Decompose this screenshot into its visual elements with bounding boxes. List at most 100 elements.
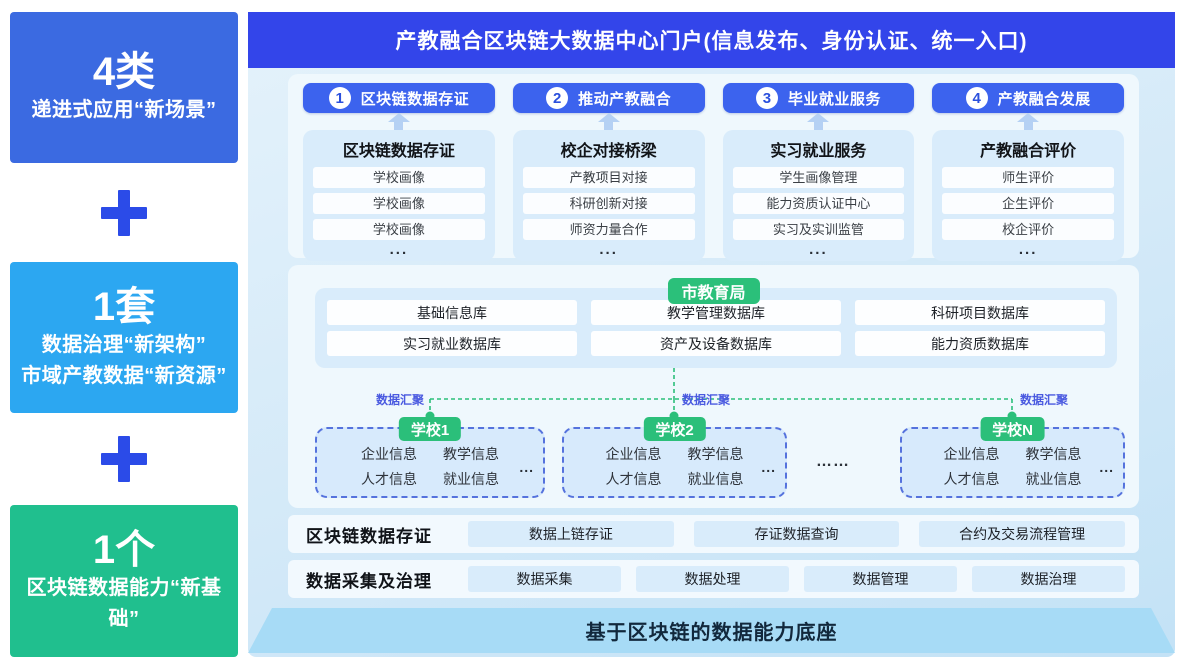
plus-separator (10, 163, 238, 262)
app-card-2: 校企对接桥梁 产教项目对接 科研创新对接 师资力量合作 ... (512, 130, 705, 261)
row-label: 区块链数据存证 (306, 526, 432, 546)
school-info-item: 就业信息 (687, 471, 744, 487)
arrow-head (807, 113, 830, 122)
ellipsis-more: ... (1018, 241, 1038, 258)
attestation-row: 区块链数据存证 数据上链存证 存证数据查询 合约及交易流程管理 (288, 515, 1139, 553)
ellipsis-more: ... (599, 241, 618, 258)
app-card-1: 区块链数据存证 学校画像 学校画像 学校画像 ... (303, 130, 495, 261)
arrow-stem (604, 122, 614, 130)
block-number: 1个 (92, 528, 156, 572)
arrow-head (1017, 113, 1040, 122)
number-badge: 4 (965, 87, 988, 109)
database-box: 科研项目数据库 (855, 300, 1105, 325)
card-item: 校企评价 (942, 219, 1114, 240)
collection-button: 数据采集 (468, 566, 621, 592)
school-info-item: 就业信息 (1025, 471, 1082, 487)
card-title: 实习就业服务 (770, 143, 867, 160)
number-badge: 1 (328, 87, 351, 109)
pill-label: 区块链数据存证 (360, 90, 470, 108)
school-info-item: 人才信息 (361, 471, 417, 487)
pedestal-title: 基于区块链的数据能力底座 (585, 622, 838, 644)
database-box: 教学管理数据库 (591, 300, 841, 325)
block-caption: 区块链数据能力“新基础” (26, 577, 222, 630)
card-title: 产教融合评价 (980, 143, 1077, 160)
school-info-item: 人才信息 (943, 471, 1000, 487)
row-buttons: 数据上链存证 存证数据查询 合约及交易流程管理 (468, 521, 1126, 547)
block-caption: 数据治理“新架构” (41, 333, 207, 356)
up-arrow-icon (387, 113, 410, 130)
database-box: 能力资质数据库 (855, 331, 1105, 356)
up-arrow-icon (1017, 113, 1040, 130)
aggregation-label: 数据汇聚 (375, 393, 424, 407)
ellipsis-more: ... (389, 241, 409, 258)
sidebar-summary: 4类 递进式应用“新场景” 1套 数据治理“新架构” 市域产教数据“新资源” 1… (10, 0, 238, 669)
school-info-item: 企业信息 (605, 446, 662, 462)
school-badge: 学校1 (398, 417, 462, 441)
pill-label: 产教融合发展 (997, 90, 1091, 108)
ellipsis-more: ... (809, 241, 828, 258)
app-pill-3: 3 毕业就业服务 (722, 83, 915, 113)
row-buttons: 数据采集 数据处理 数据管理 数据治理 (468, 566, 1125, 592)
card-item: 企生评价 (942, 193, 1114, 214)
database-box: 资产及设备数据库 (591, 331, 841, 356)
app-pill-4: 4 产教融合发展 (932, 83, 1124, 113)
card-item: 能力资质认证中心 (732, 193, 905, 214)
school-info-item: 人才信息 (605, 471, 662, 487)
ellipsis-more: ... (1099, 459, 1114, 475)
plus-icon (101, 189, 147, 236)
arrow-head (597, 113, 620, 122)
app-pill-2: 2 推动产教融合 (512, 83, 705, 113)
aggregation-label: 数据汇聚 (682, 393, 731, 407)
app-column-3: 3 毕业就业服务 实习就业服务 学生画像管理 能力资质认证中心 实习及实训监管 … (722, 83, 915, 261)
main-panel: 产教融合区块链大数据中心门户(信息发布、身份认证、统一入口) 1 区块链数据存证… (248, 12, 1175, 657)
collection-button: 数据处理 (636, 566, 789, 592)
app-column-1: 1 区块链数据存证 区块链数据存证 学校画像 学校画像 学校画像 ... (303, 83, 495, 261)
ellipsis-more: ... (519, 459, 534, 475)
app-column-4: 4 产教融合发展 产教融合评价 师生评价 企生评价 校企评价 ... (932, 83, 1124, 261)
arrow-stem (813, 122, 823, 130)
school-info-item: 就业信息 (443, 471, 499, 487)
attestation-button: 存证数据查询 (693, 521, 900, 547)
up-arrow-icon (807, 113, 830, 130)
sidebar-block-governance: 1套 数据治理“新架构” 市域产教数据“新资源” (10, 262, 238, 413)
ellipsis-more: ... (761, 459, 776, 475)
blockchain-pedestal: 基于区块链的数据能力底座 (248, 608, 1175, 653)
application-section: 1 区块链数据存证 区块链数据存证 学校画像 学校画像 学校画像 ... 2 推… (288, 74, 1139, 261)
schools-ellipsis: …… (816, 453, 850, 470)
school-info-item: 教学信息 (687, 446, 744, 462)
portal-header: 产教融合区块链大数据中心门户(信息发布、身份认证、统一入口) (248, 12, 1175, 68)
card-title: 区块链数据存证 (342, 143, 455, 160)
app-card-3: 实习就业服务 学生画像管理 能力资质认证中心 实习及实训监管 ... (722, 130, 915, 261)
collection-button: 数据管理 (804, 566, 957, 592)
app-pill-1: 1 区块链数据存证 (303, 83, 495, 113)
card-item: 实习及实训监管 (732, 219, 905, 240)
block-number: 1套 (92, 284, 156, 329)
sidebar-block-blockchain-base: 1个 区块链数据能力“新基础” (10, 505, 238, 657)
school-box-1: 学校1 企业信息 教学信息 人才信息 就业信息 ... (315, 417, 545, 498)
number-badge: 3 (755, 87, 778, 109)
block-caption: 市域产教数据“新资源” (21, 364, 227, 387)
database-box: 基础信息库 (327, 300, 577, 325)
arrow-stem (394, 122, 404, 130)
education-bureau-badge: 市教育局 (667, 278, 760, 304)
card-item: 学生画像管理 (732, 167, 905, 188)
school-badge: 学校2 (643, 417, 706, 441)
database-box: 实习就业数据库 (327, 331, 577, 356)
collection-button: 数据治理 (972, 566, 1125, 592)
collection-row: 数据采集及治理 数据采集 数据处理 数据管理 数据治理 (288, 560, 1139, 598)
school-info-grid: 企业信息 教学信息 人才信息 就业信息 (317, 444, 543, 489)
attestation-button: 合约及交易流程管理 (919, 521, 1126, 547)
school-box-2: 学校2 企业信息 教学信息 人才信息 就业信息 ... (562, 417, 787, 498)
card-item: 学校画像 (313, 167, 485, 188)
arrow-stem (1023, 122, 1033, 130)
app-column-2: 2 推动产教融合 校企对接桥梁 产教项目对接 科研创新对接 师资力量合作 ... (512, 83, 705, 261)
up-arrow-icon (597, 113, 620, 130)
school-info-grid: 企业信息 教学信息 人才信息 就业信息 (902, 444, 1123, 489)
school-info-item: 教学信息 (1025, 446, 1082, 462)
school-info-item: 教学信息 (443, 446, 499, 462)
school-info-grid: 企业信息 教学信息 人才信息 就业信息 (564, 444, 785, 489)
portal-title: 产教融合区块链大数据中心门户(信息发布、身份认证、统一入口) (395, 30, 1028, 53)
app-card-4: 产教融合评价 师生评价 企生评价 校企评价 ... (932, 130, 1124, 261)
school-info-item: 企业信息 (943, 446, 1000, 462)
